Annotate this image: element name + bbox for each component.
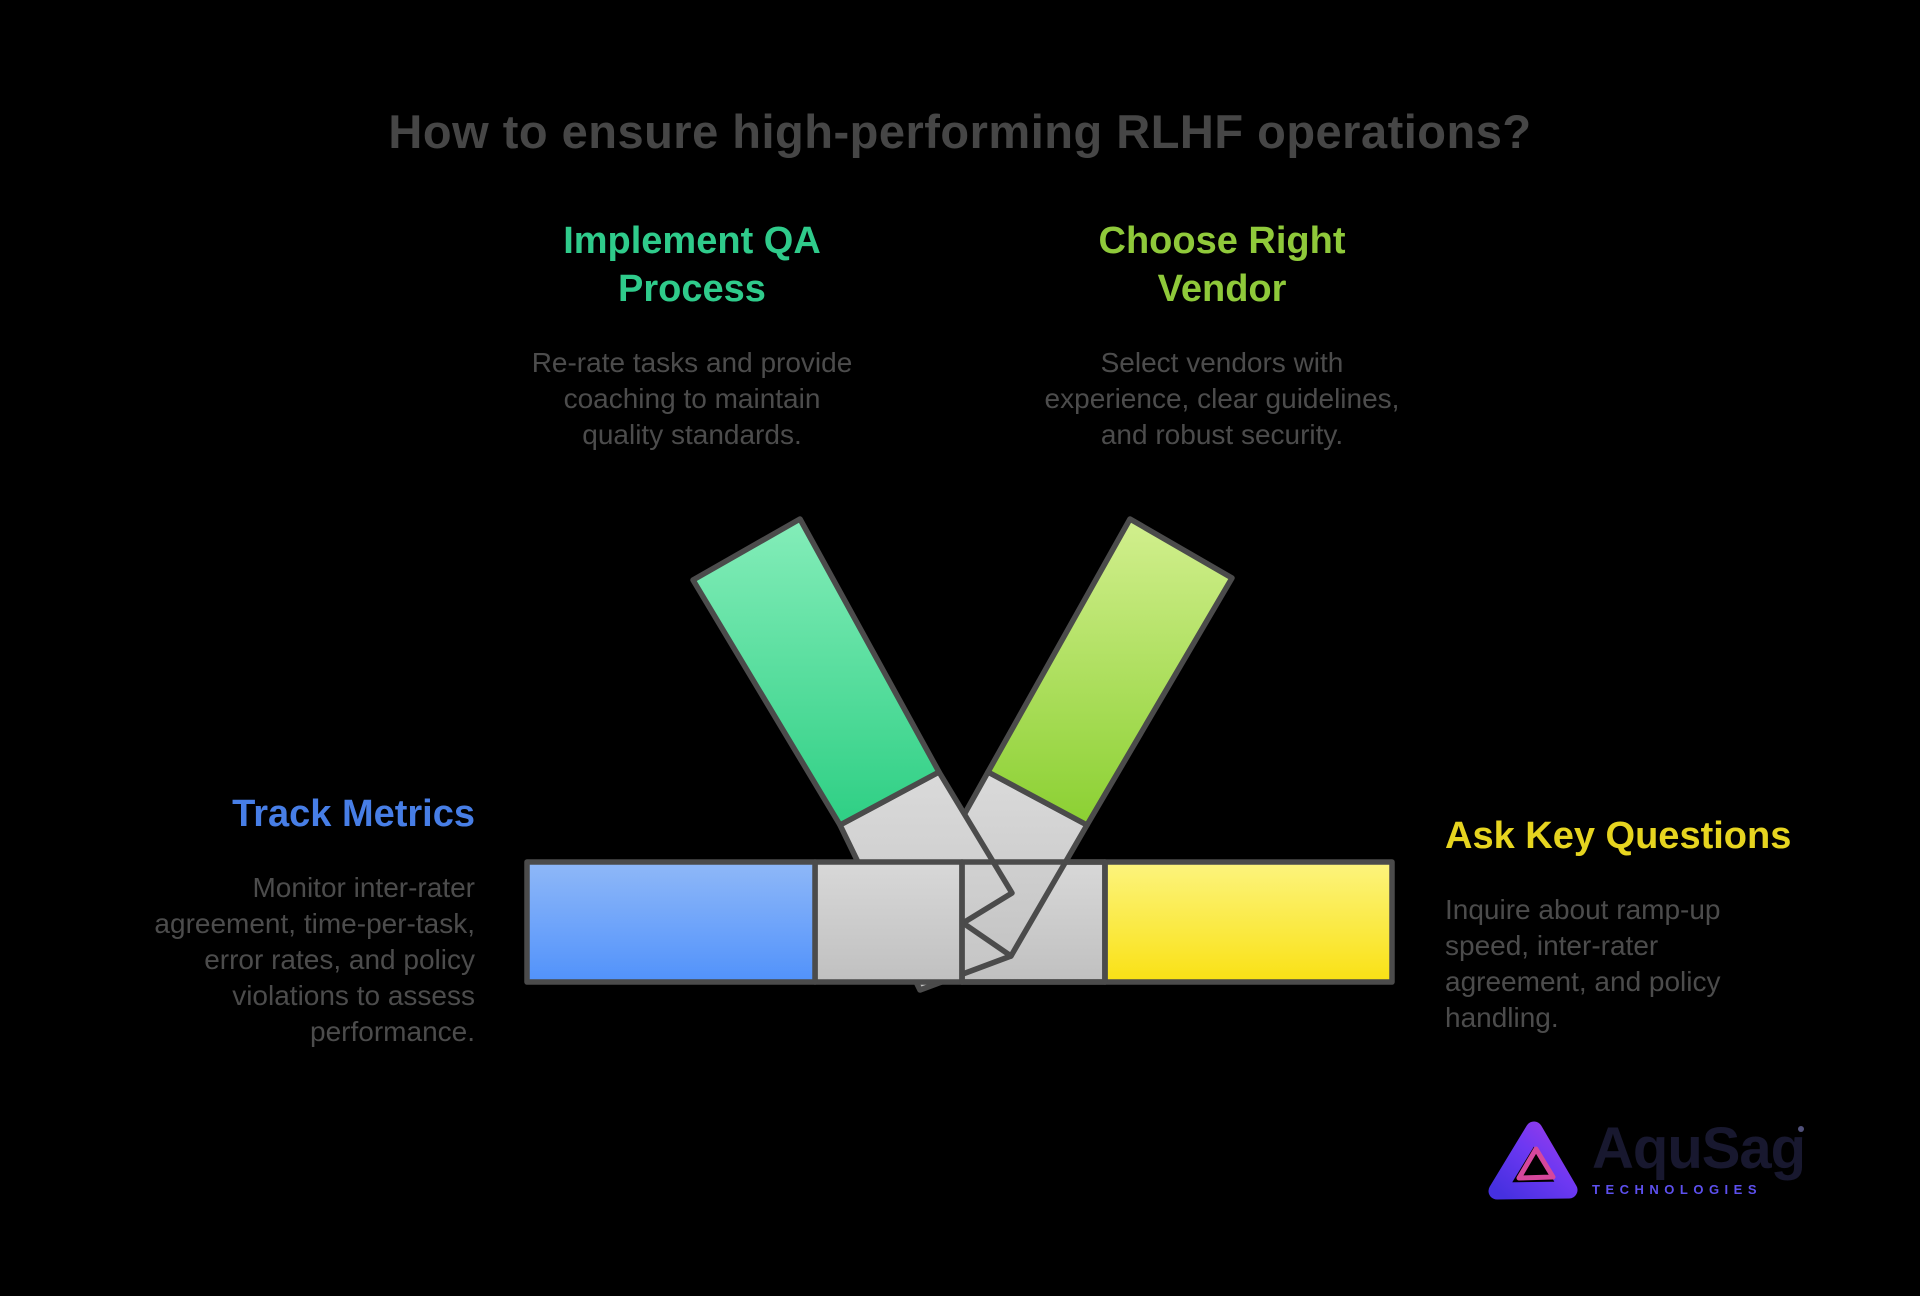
section-heading-questions: Ask Key Questions (1445, 815, 1792, 857)
section-body-metrics: Monitor inter-rater agreement, time-per-… (154, 872, 475, 1047)
section-ask-questions: Ask Key Questions Inquire about ramp-up … (1445, 812, 1825, 1036)
logo-trademark-dot (1798, 1126, 1804, 1132)
aqusag-logo: AquSag TECHNOLOGIES (1486, 1115, 1806, 1198)
logo-name: AquSag (1592, 1115, 1806, 1181)
aqusag-logo-icon (1488, 1121, 1804, 1200)
section-body-qa: Re-rate tasks and provide coaching to ma… (531, 347, 853, 450)
section-heading-vendor: Choose Right Vendor (1098, 220, 1346, 310)
bar-segment-yellow (1102, 859, 1395, 985)
page-title: How to ensure high-performing RLHF opera… (388, 105, 1532, 158)
ribbon-right-lime (985, 516, 1235, 828)
bar-segment-gray-right-border (959, 859, 1108, 985)
section-track-metrics: Track Metrics Monitor inter-rater agreem… (95, 790, 475, 1050)
ribbon-left-green (690, 516, 942, 828)
logo-icon-spacer (1486, 1118, 1578, 1198)
section-implement-qa: Implement QA Process Re-rate tasks and p… (512, 217, 872, 453)
logo-subtitle: TECHNOLOGIES (1592, 1181, 1763, 1197)
logo-text-block: AquSag TECHNOLOGIES (1592, 1115, 1806, 1197)
bar-segment-gray-left (812, 859, 965, 985)
section-body-questions: Inquire about ramp-up speed, inter-rater… (1445, 894, 1721, 1033)
section-choose-vendor: Choose Right Vendor Select vendors with … (1042, 217, 1402, 453)
section-heading-qa: Implement QA Process (563, 220, 821, 310)
bar-segment-blue (524, 859, 818, 985)
section-heading-metrics: Track Metrics (232, 793, 475, 835)
section-body-vendor: Select vendors with experience, clear gu… (1044, 347, 1400, 450)
